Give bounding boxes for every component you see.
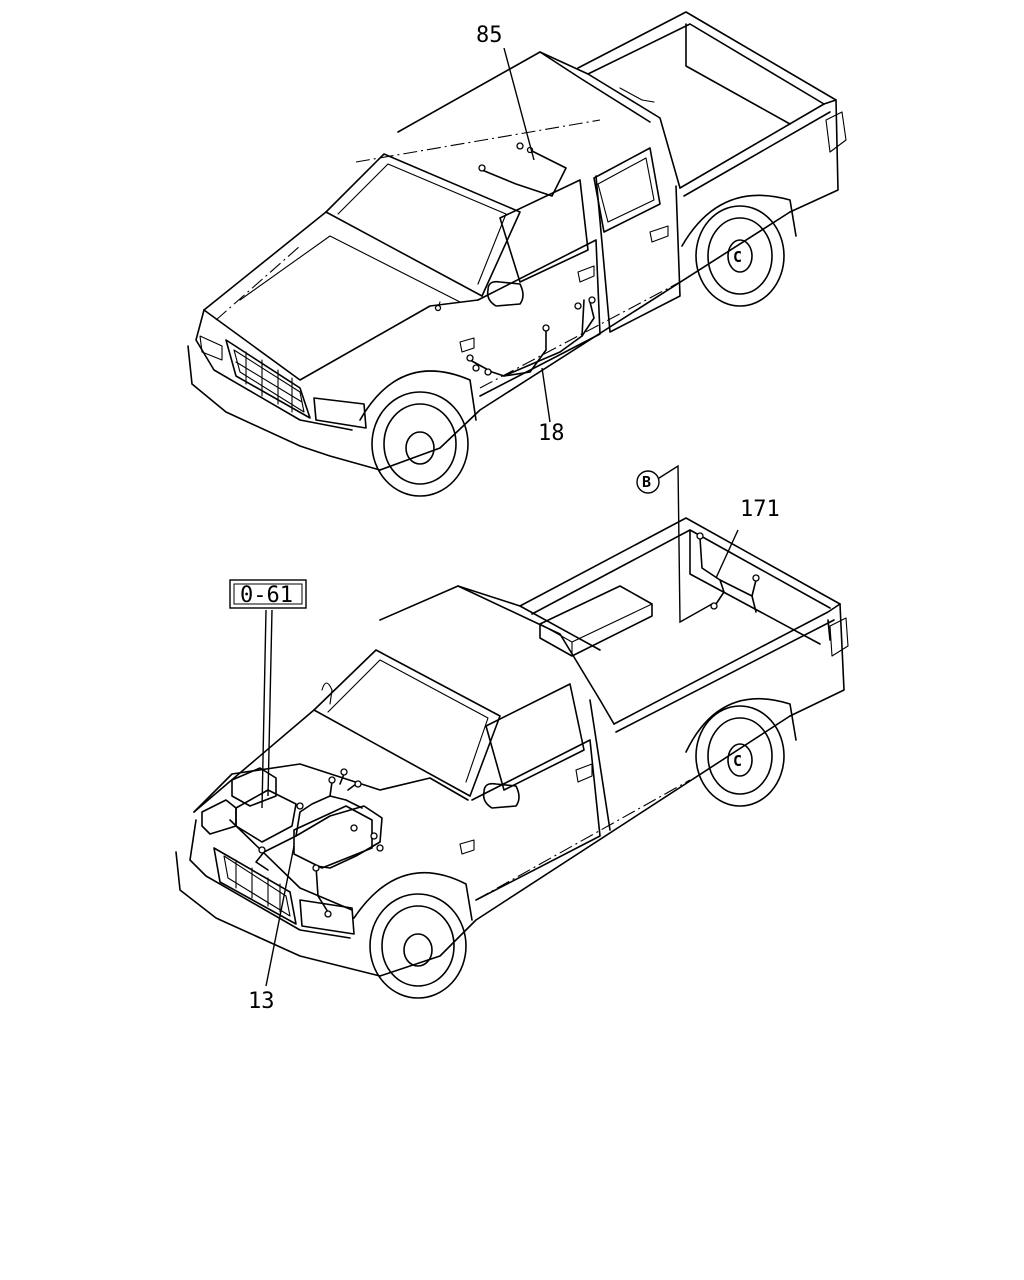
- leader-13: [265, 845, 295, 987]
- ref-box-outer: [229, 579, 307, 609]
- roof-harness-85: [478, 142, 567, 197]
- bed-harness-171: [696, 532, 831, 641]
- leader-ref-b: [267, 609, 273, 797]
- label-85: 85: [476, 23, 503, 48]
- regular-cab-truck: C: [175, 517, 849, 999]
- leader-b: [655, 464, 713, 624]
- door-harness-18: [434, 296, 596, 377]
- leader-ref-a: [261, 609, 267, 809]
- leader-18: [541, 367, 551, 423]
- label-18: 18: [538, 421, 565, 446]
- engine-harness-13: [255, 768, 384, 918]
- label-13: 13: [248, 989, 275, 1014]
- label-171: 171: [740, 497, 780, 522]
- circle-ref-marker: [636, 470, 660, 494]
- ref-box-label: 0-61: [240, 583, 293, 608]
- ref-box-inner: [233, 583, 303, 605]
- leader-85: [503, 47, 535, 161]
- circle-ref-label: B: [642, 473, 651, 491]
- hubcap-mark: C: [733, 248, 742, 266]
- hubcap-mark: C: [733, 752, 742, 770]
- crew-cab-truck: C: [187, 11, 847, 497]
- leader-171: [715, 529, 739, 579]
